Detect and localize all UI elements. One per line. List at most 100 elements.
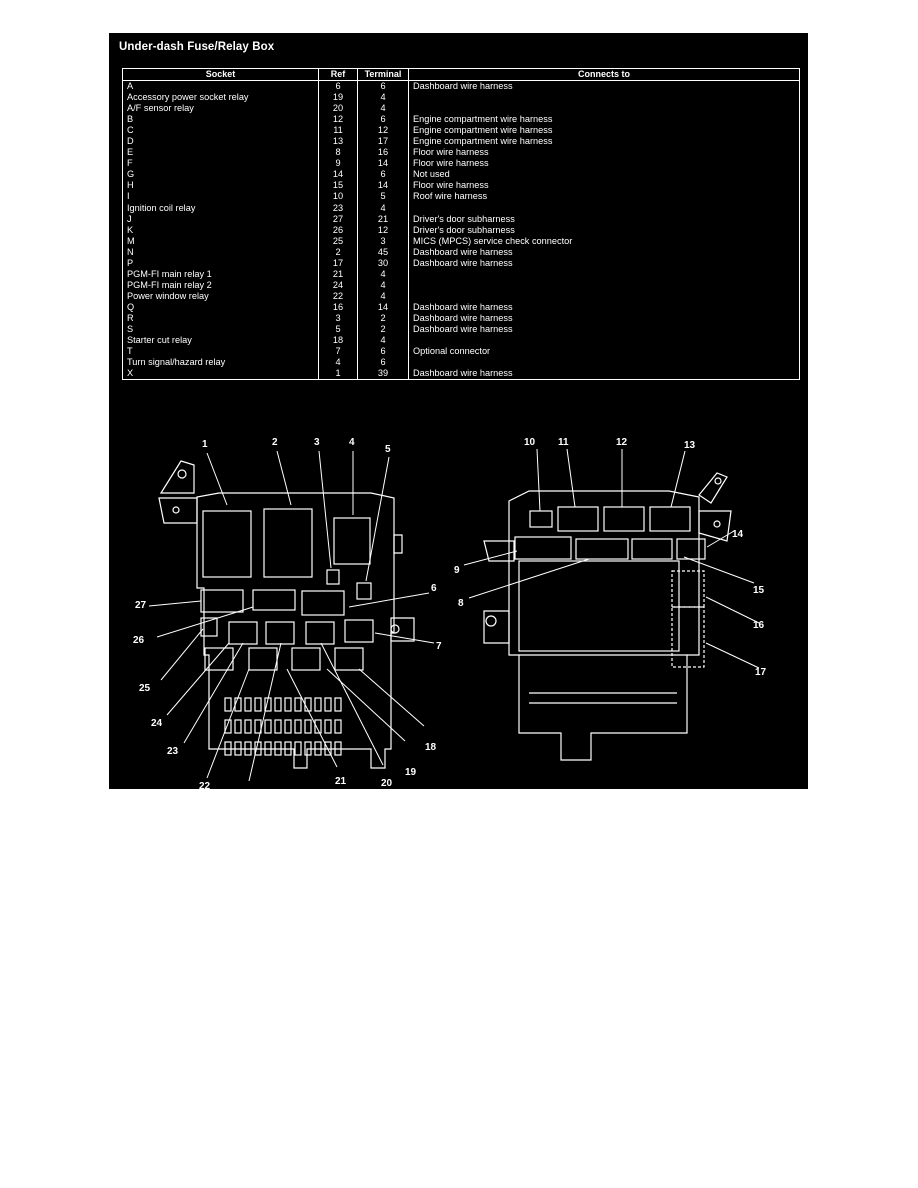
cell-connects-to	[408, 202, 800, 214]
cell-ref: 12	[318, 114, 358, 126]
cell-terminal: 2	[357, 324, 409, 336]
callout-25: 25	[139, 683, 151, 694]
cell-connects-to: Dashboard wire harness	[408, 368, 800, 381]
callout-6: 6	[431, 583, 437, 594]
cell-socket: Power window relay	[122, 290, 319, 302]
callout-7: 7	[436, 641, 442, 652]
fuse-slot	[274, 697, 282, 712]
cell-connects-to	[408, 279, 800, 291]
cell-terminal: 12	[357, 224, 409, 236]
fuse-slot	[294, 719, 302, 734]
fuse-slot	[294, 741, 302, 756]
cell-ref: 26	[318, 224, 358, 236]
fuse-box-diagram: 1 2 3 4 5 6 7 8 9 10 11 12 13 14 15 16 1…	[133, 437, 767, 789]
cell-terminal: 4	[357, 279, 409, 291]
cell-socket: K	[122, 224, 319, 236]
cell-connects-to: Optional connector	[408, 346, 800, 358]
fuse-slot	[254, 697, 262, 712]
cell-socket: A/F sensor relay	[122, 103, 319, 115]
cell-connects-to: Not used	[408, 169, 800, 181]
cell-connects-to: Engine compartment wire harness	[408, 114, 800, 126]
cell-ref: 5	[318, 324, 358, 336]
fuse-slot	[304, 697, 312, 712]
fuse-slot	[264, 741, 272, 756]
cell-connects-to: Dashboard wire harness	[408, 301, 800, 313]
cell-terminal: 6	[357, 169, 409, 181]
cell-connects-to: Dashboard wire harness	[408, 80, 800, 93]
fuse-slot	[284, 697, 292, 712]
fuse-slot	[234, 741, 242, 756]
cell-ref: 8	[318, 147, 358, 159]
cell-terminal: 6	[357, 357, 409, 369]
callout-13: 13	[684, 440, 696, 451]
cell-socket: Q	[122, 301, 319, 313]
cell-connects-to: Floor wire harness	[408, 158, 800, 170]
cell-terminal: 14	[357, 301, 409, 313]
callout-26: 26	[133, 635, 145, 646]
fuse-slot	[324, 697, 332, 712]
fuse-slot	[284, 719, 292, 734]
cell-socket: N	[122, 246, 319, 258]
table-header-row: Socket Ref Terminal Connects to	[122, 68, 800, 81]
cell-connects-to: Engine compartment wire harness	[408, 136, 800, 148]
callout-17: 17	[755, 667, 767, 678]
callout-27: 27	[135, 600, 147, 611]
fuse-slot	[304, 719, 312, 734]
fuse-slot	[294, 697, 302, 712]
cell-ref: 18	[318, 335, 358, 347]
callout-20: 20	[381, 778, 393, 789]
cell-socket: I	[122, 191, 319, 203]
leader-lines	[148, 448, 760, 782]
fuse-slot	[304, 741, 312, 756]
cell-socket: A	[122, 80, 319, 93]
callout-9: 9	[454, 565, 460, 576]
cell-connects-to: Floor wire harness	[408, 180, 800, 192]
cell-connects-to: Driver's door subharness	[408, 224, 800, 236]
cell-socket: M	[122, 235, 319, 247]
cell-ref: 4	[318, 357, 358, 369]
cell-socket: Accessory power socket relay	[122, 92, 319, 104]
cell-ref: 27	[318, 213, 358, 225]
fuse-box-figure: Under-dash Fuse/Relay Box Socket Ref Ter…	[109, 33, 808, 789]
cell-ref: 15	[318, 180, 358, 192]
cell-terminal: 39	[357, 368, 409, 381]
cell-terminal: 6	[357, 114, 409, 126]
cell-terminal: 4	[357, 290, 409, 302]
cell-connects-to: Floor wire harness	[408, 147, 800, 159]
fuse-slot	[244, 741, 252, 756]
cell-ref: 1	[318, 368, 358, 381]
callout-22: 22	[199, 781, 211, 789]
cell-terminal: 14	[357, 158, 409, 170]
cell-ref: 19	[318, 92, 358, 104]
cell-terminal: 16	[357, 147, 409, 159]
fuse-slot	[314, 697, 322, 712]
cell-terminal: 30	[357, 257, 409, 269]
fuse-slot	[244, 697, 252, 712]
cell-socket: B	[122, 114, 319, 126]
cell-connects-to: Engine compartment wire harness	[408, 125, 800, 137]
cell-ref: 20	[318, 103, 358, 115]
cell-ref: 21	[318, 268, 358, 280]
fuse-slot	[324, 719, 332, 734]
cell-terminal: 6	[357, 346, 409, 358]
cell-terminal: 14	[357, 180, 409, 192]
fuse-slot	[314, 719, 322, 734]
callout-1: 1	[202, 439, 208, 450]
cell-connects-to: Dashboard wire harness	[408, 324, 800, 336]
cell-socket: R	[122, 312, 319, 325]
cell-socket: C	[122, 125, 319, 137]
cell-socket: Starter cut relay	[122, 335, 319, 347]
